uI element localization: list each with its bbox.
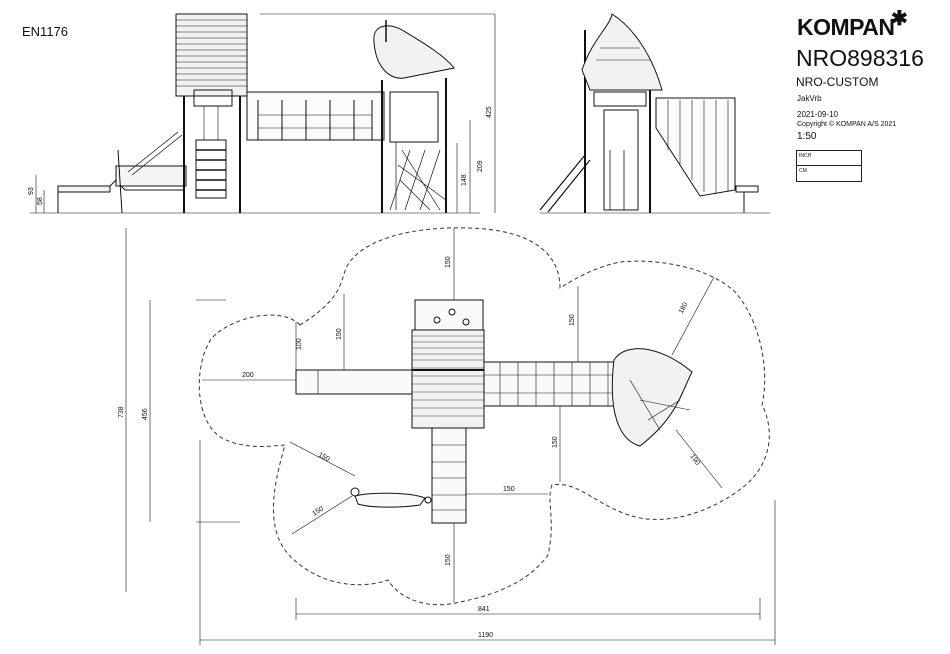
dim-total: 425 bbox=[486, 106, 493, 118]
dim-bridge-top: 150 bbox=[569, 314, 576, 326]
dim-swing-upper: 150 bbox=[317, 452, 331, 464]
dim-height-outer: 738 bbox=[118, 406, 125, 418]
side-elevation bbox=[540, 14, 770, 213]
dim-bridge-bottom: 150 bbox=[552, 436, 559, 448]
dim-left-inner: 100 bbox=[296, 338, 303, 350]
dim-slide-run: 200 bbox=[242, 372, 254, 379]
net-tower-elevation bbox=[374, 20, 454, 213]
dim-swing-lower: 150 bbox=[311, 506, 325, 518]
dim-width-inner: 841 bbox=[478, 606, 490, 613]
plan-view bbox=[126, 228, 775, 645]
dim-slide-inner: 58 bbox=[37, 197, 44, 205]
dim-bottom-clearance: 150 bbox=[445, 554, 452, 566]
dim-width-outer: 1190 bbox=[478, 632, 493, 639]
dim-swing-right: 150 bbox=[503, 486, 515, 493]
dim-slide-outer: 93 bbox=[28, 187, 35, 195]
dim-height-inner: 456 bbox=[142, 408, 149, 420]
bridge-elevation bbox=[247, 92, 384, 140]
dim-right-diag-top: 180 bbox=[678, 301, 690, 315]
slide-elevation bbox=[58, 132, 186, 213]
dim-top-clearance: 150 bbox=[445, 256, 452, 268]
dim-net: 209 bbox=[477, 160, 484, 172]
dim-platform: 148 bbox=[461, 174, 468, 186]
front-elevation bbox=[30, 14, 495, 213]
dim-left-upper: 150 bbox=[336, 328, 343, 340]
dim-right-diag-bottom: 190 bbox=[688, 453, 700, 467]
tower-elevation bbox=[176, 14, 247, 213]
